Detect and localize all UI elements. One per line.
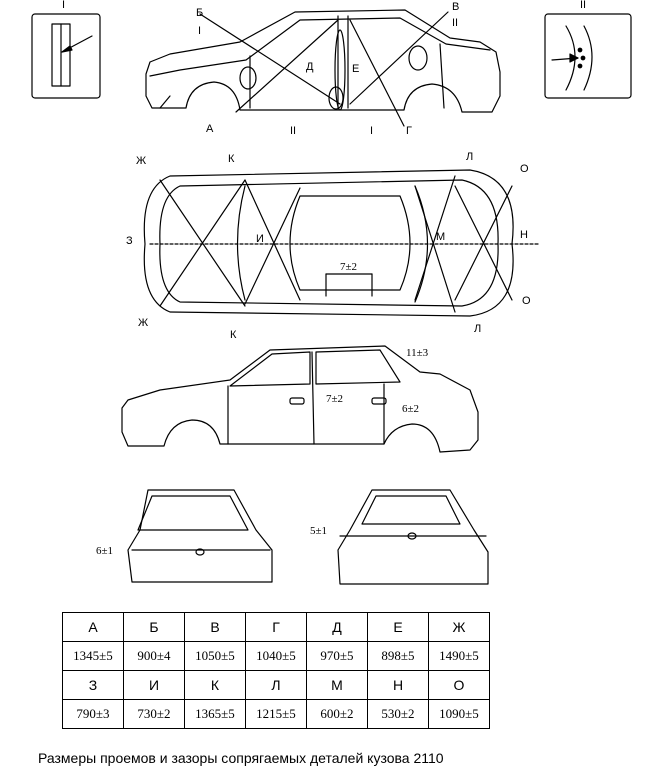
table-cell: 530±2: [367, 699, 429, 729]
label-ii-top: II: [452, 17, 459, 29]
gap-roof: 11±3: [406, 347, 429, 359]
label-m: М: [436, 231, 446, 243]
table-cell: Д: [306, 612, 368, 642]
gap-hood: 6±1: [96, 545, 114, 557]
table-cell: 900±4: [123, 641, 185, 671]
front-view-body: [127, 489, 273, 583]
gap-door: 7±2: [326, 393, 344, 405]
table-cell: М: [306, 670, 368, 700]
label-k-top: К: [228, 153, 235, 165]
label-a: А: [206, 123, 214, 135]
inset-ii-label: II: [580, 0, 587, 11]
table-cell: К: [184, 670, 246, 700]
table-cell: А: [62, 612, 124, 642]
table-row-values-2: 790±3 730±2 1365±5 1215±5 600±2 530±2 10…: [62, 699, 490, 729]
table-cell: 600±2: [306, 699, 368, 729]
table-cell: В: [184, 612, 246, 642]
side-view-body: [145, 9, 501, 127]
gap-roof-top: 7±2: [340, 261, 358, 273]
label-v: В: [452, 1, 460, 13]
table-cell: Л: [245, 670, 307, 700]
table-cell: Н: [367, 670, 429, 700]
inset-ii-detail: [544, 13, 632, 99]
rear-view-body: [337, 489, 489, 585]
table-cell: 1215±5: [245, 699, 307, 729]
table-cell: И: [123, 670, 185, 700]
gap-fuel: 6±2: [402, 403, 420, 415]
label-k-bottom: К: [230, 329, 237, 341]
table-row-headers-1: А Б В Г Д Е Ж: [62, 612, 490, 642]
inset-i-label: I: [62, 0, 66, 11]
label-z: З: [126, 235, 133, 247]
label-g: Г: [406, 125, 412, 137]
table-cell: 970±5: [306, 641, 368, 671]
label-zh-bottom: Ж: [138, 317, 149, 329]
table-cell: 1345±5: [62, 641, 124, 671]
table-cell: 730±2: [123, 699, 185, 729]
label-i-top: I: [198, 25, 202, 37]
label-n: Н: [520, 229, 528, 241]
label-d: Д: [306, 61, 314, 73]
label-i-bottom: I: [370, 125, 374, 137]
label-l-bottom: Л: [474, 323, 482, 335]
top-view-body: [143, 169, 541, 317]
table-cell: З: [62, 670, 124, 700]
table-cell: 1490±5: [428, 641, 490, 671]
figure-caption: Размеры проемов и зазоры сопрягаемых дет…: [38, 750, 444, 766]
table-cell: Б: [123, 612, 185, 642]
table-cell: 1050±5: [184, 641, 246, 671]
label-e: Е: [352, 63, 360, 75]
table-cell: 1090±5: [428, 699, 490, 729]
label-ii-bottom: II: [290, 125, 297, 137]
table-cell: 1365±5: [184, 699, 246, 729]
table-cell: Ж: [428, 612, 490, 642]
label-o-top: О: [520, 163, 529, 175]
label-zh-top: Ж: [136, 155, 147, 167]
table-cell: 1040±5: [245, 641, 307, 671]
label-l-top: Л: [466, 151, 474, 163]
inset-i-detail: [31, 13, 101, 99]
table-row-values-1: 1345±5 900±4 1050±5 1040±5 970±5 898±5 1…: [62, 641, 490, 671]
table-row-headers-2: З И К Л М Н О: [62, 670, 490, 700]
table-cell: 898±5: [367, 641, 429, 671]
gap-trunk: 5±1: [310, 525, 328, 537]
gaps-view-body: [121, 345, 479, 453]
label-b: Б: [196, 7, 204, 19]
dimensions-table: А Б В Г Д Е Ж 1345±5 900±4 1050±5 1040±5…: [62, 612, 490, 729]
table-cell: 790±3: [62, 699, 124, 729]
label-i: И: [256, 233, 264, 245]
table-cell: О: [428, 670, 490, 700]
table-cell: Г: [245, 612, 307, 642]
table-cell: Е: [367, 612, 429, 642]
label-o-bottom: О: [522, 295, 531, 307]
